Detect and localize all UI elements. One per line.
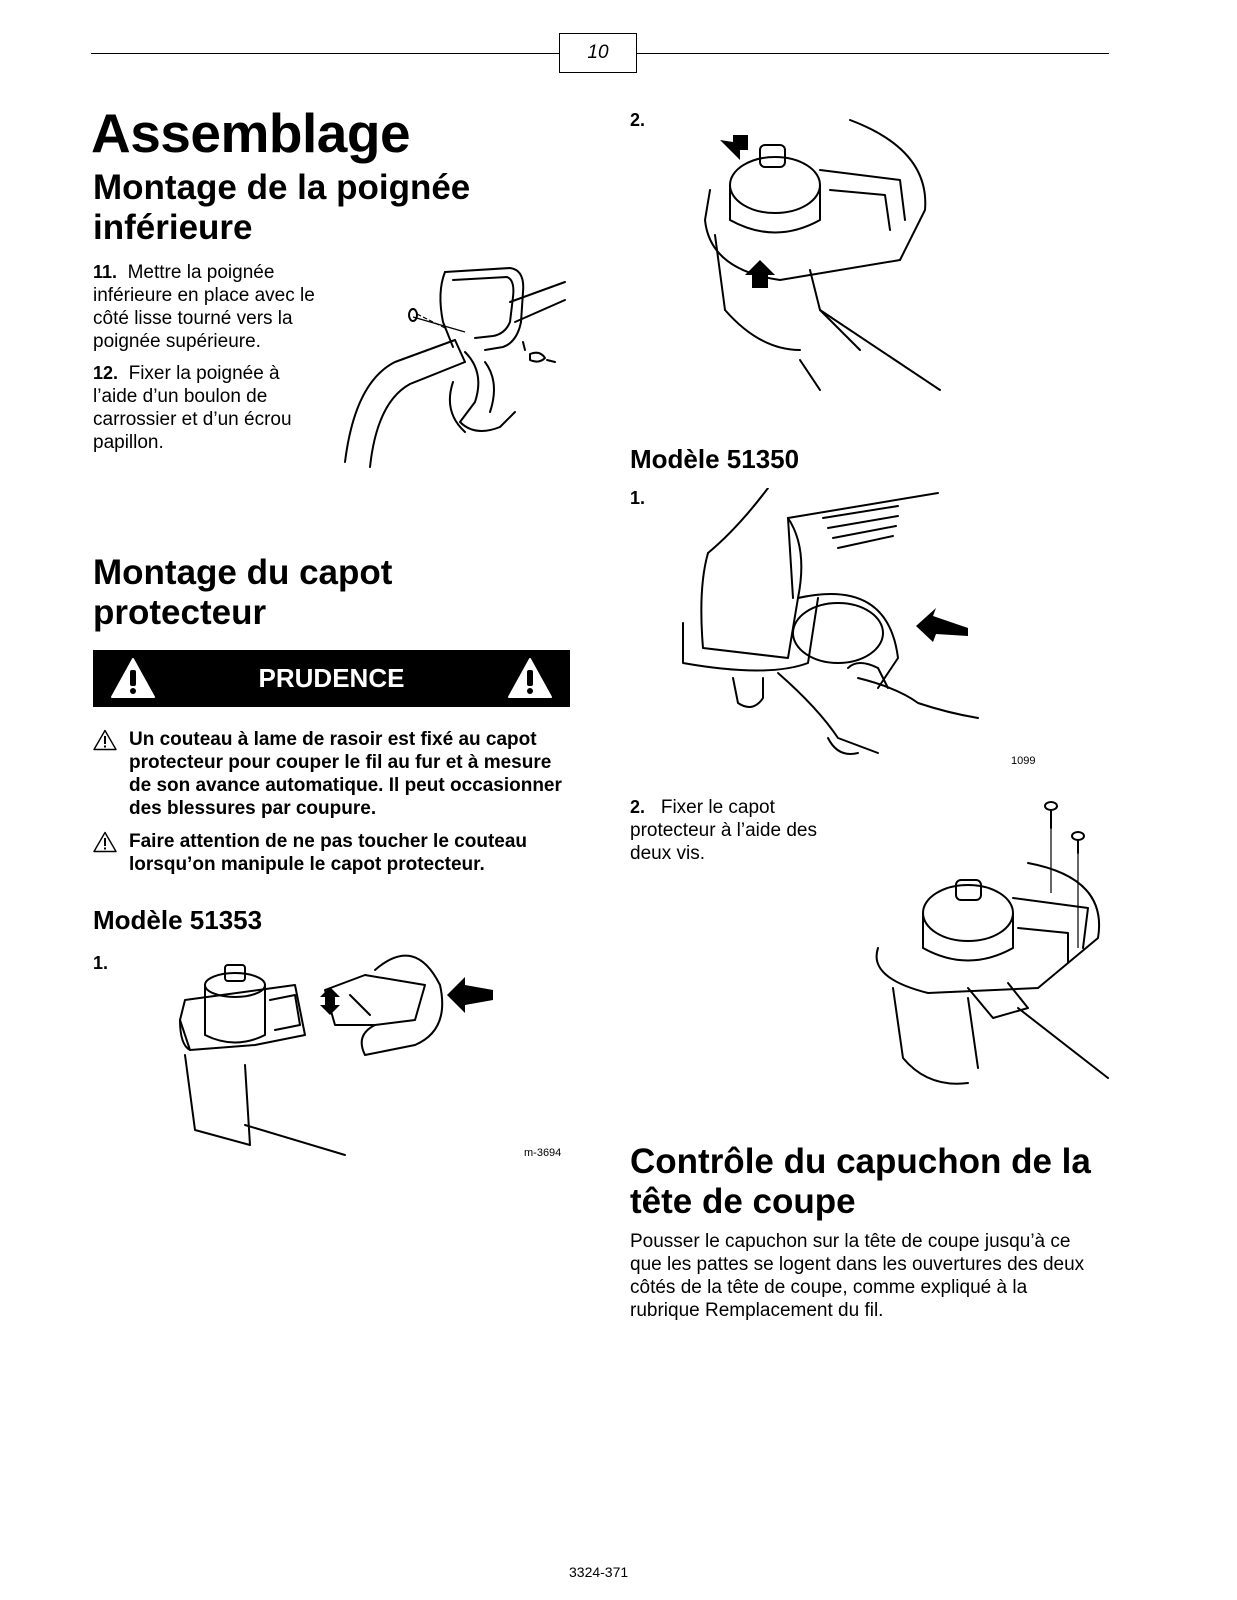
caution-label: PRUDENCE [258,663,405,693]
cap-body-text: Pousser le capuchon sur la tête de coupe… [630,1231,1085,1321]
warning-triangle-icon [111,658,155,698]
step-12-number: 12. [93,363,119,383]
caution-item-2-text: Faire attention de ne pas toucher le cou… [129,831,528,875]
model-51353-heading: Modèle 51353 [93,905,263,935]
step-11-text: Mettre la poignée inférieure en place av… [93,262,315,352]
model-51350-heading: Modèle 51350 [630,444,800,474]
guard-51353-illustration [179,954,493,1156]
guard-screws-illustration [875,801,1109,1085]
caution-item-1-text: Un couteau à lame de rasoir est fixé au … [129,729,562,819]
right-step-2-label: 2. [630,110,646,130]
model-51350-step-1: 1. [630,488,646,508]
warning-outline-icon [93,729,117,751]
cap-heading: Contrôle du capuchon de la tête de coupe [630,1142,1091,1222]
guard-heading: Montage du capot protecteur [93,553,392,633]
step-11: 11. Mettre la poignée inférieure en plac… [93,261,318,353]
model-51353-step-1: 1. [93,953,109,973]
model-51350-step-2-number: 2. [630,797,646,817]
caution-banner: PRUDENCE [93,650,570,707]
figure-code-m3694: m-3694 [524,1147,562,1159]
header-rule-right [637,53,1109,54]
handle-heading: Montage de la poignée inférieure [93,168,470,248]
caution-item-2: Faire attention de ne pas toucher le cou… [93,830,573,876]
header-rule-left [91,53,559,54]
figure-code-1099: 1099 [1011,755,1036,767]
doc-number: 3324-371 [569,1564,629,1580]
guard-51350-illustration [682,488,979,755]
handle-heading-line2: inférieure [93,208,253,247]
step-12-text: Fixer la poignée à l’aide d’un boulon de… [93,363,292,453]
page-title: Assemblage [91,102,411,164]
warning-outline-icon [93,831,117,853]
guard-heading-line2: protecteur [93,593,267,632]
cap-heading-line2: tête de coupe [630,1182,856,1221]
warning-triangle-icon [508,658,552,698]
handle-illustration [344,267,566,468]
step-12: 12. Fixer la poignée à l’aide d’un boulo… [93,362,318,454]
step-11-number: 11. [93,262,118,282]
cap-heading-line1: Contrôle du capuchon de la [630,1142,1091,1181]
guard-top-illustration [704,119,941,391]
handle-heading-line1: Montage de la poignée [93,168,471,207]
page-number: 10 [559,33,637,73]
model-51350-step-2: 2. Fixer le capot protecteur à l’aide de… [630,796,845,865]
caution-item-1: Un couteau à lame de rasoir est fixé au … [93,728,573,820]
model-51350-step-2-text: Fixer le capot protecteur à l’aide des d… [630,797,817,864]
guard-heading-line1: Montage du capot [93,553,393,592]
